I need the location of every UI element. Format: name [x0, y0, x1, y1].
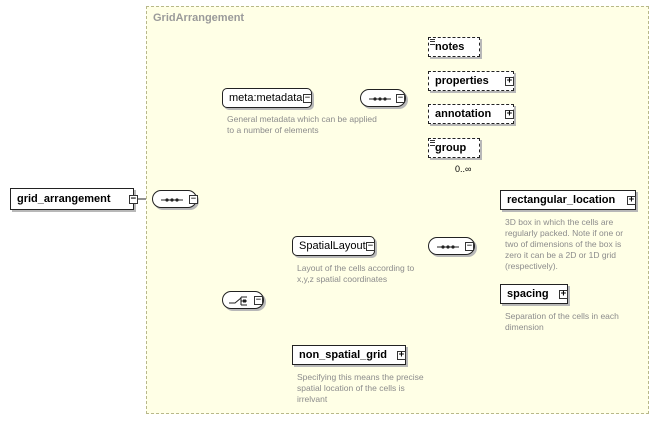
- non-spatial-grid-element[interactable]: non_spatial_grid +: [292, 345, 406, 365]
- annotation-element[interactable]: annotation +: [428, 104, 514, 124]
- properties-element[interactable]: properties +: [428, 71, 514, 91]
- collapse-icon[interactable]: −: [189, 194, 198, 204]
- collapse-icon[interactable]: −: [465, 241, 474, 251]
- choice-compositor[interactable]: −: [222, 291, 264, 309]
- collapse-icon[interactable]: −: [254, 295, 263, 305]
- attributes-icon: [430, 140, 435, 146]
- non-spatial-grid-note: Specifying this means the precise spatia…: [297, 372, 424, 404]
- choice-icon: [229, 296, 247, 306]
- rectangular-location-element[interactable]: rectangular_location +: [500, 190, 636, 210]
- meta-metadata-element[interactable]: meta:metadata −: [222, 88, 312, 108]
- group-element[interactable]: group: [428, 138, 480, 158]
- group-label: group: [435, 142, 467, 154]
- sequence-icon: [369, 97, 391, 101]
- collapse-icon[interactable]: −: [303, 93, 312, 103]
- expand-icon[interactable]: +: [397, 350, 406, 360]
- expand-icon[interactable]: +: [505, 76, 514, 86]
- sequence-icon: [437, 245, 459, 249]
- meta-metadata-label: meta:metadata: [229, 92, 303, 104]
- spatial-layout-note: Layout of the cells according to x,y,z s…: [297, 263, 415, 284]
- spatial-sequence-compositor[interactable]: −: [428, 237, 475, 255]
- annotation-label: annotation: [435, 108, 492, 120]
- rectangular-location-label: rectangular_location: [507, 194, 616, 206]
- spacing-note: Separation of the cells in each dimensio…: [505, 311, 619, 332]
- spatial-layout-element[interactable]: SpatialLayout −: [292, 236, 375, 256]
- sequence-icon: [161, 198, 183, 202]
- spacing-element[interactable]: spacing +: [500, 284, 568, 304]
- attributes-icon: [430, 39, 435, 45]
- collapse-icon[interactable]: −: [366, 241, 375, 251]
- spatial-layout-label: SpatialLayout: [299, 240, 366, 252]
- group-occurrence: 0..∞: [455, 164, 472, 174]
- properties-label: properties: [435, 75, 489, 87]
- expand-icon[interactable]: +: [505, 109, 514, 119]
- expand-icon[interactable]: +: [559, 289, 568, 299]
- root-element-label: grid_arrangement: [17, 193, 111, 205]
- root-element-grid-arrangement[interactable]: grid_arrangement −: [10, 188, 138, 210]
- notes-element[interactable]: notes: [428, 37, 480, 57]
- non-spatial-grid-label: non_spatial_grid: [299, 349, 388, 361]
- rectangular-location-note: 3D box in which the cells are regularly …: [505, 217, 624, 271]
- group-title: GridArrangement: [153, 12, 245, 24]
- collapse-icon[interactable]: −: [396, 93, 405, 103]
- sequence-compositor[interactable]: −: [152, 190, 198, 208]
- meta-metadata-note: General metadata which can be applied to…: [227, 114, 377, 135]
- expand-icon[interactable]: +: [627, 195, 636, 205]
- spacing-label: spacing: [507, 288, 549, 300]
- collapse-icon[interactable]: −: [129, 194, 138, 204]
- notes-label: notes: [435, 41, 465, 53]
- metadata-sequence-compositor[interactable]: −: [360, 89, 406, 107]
